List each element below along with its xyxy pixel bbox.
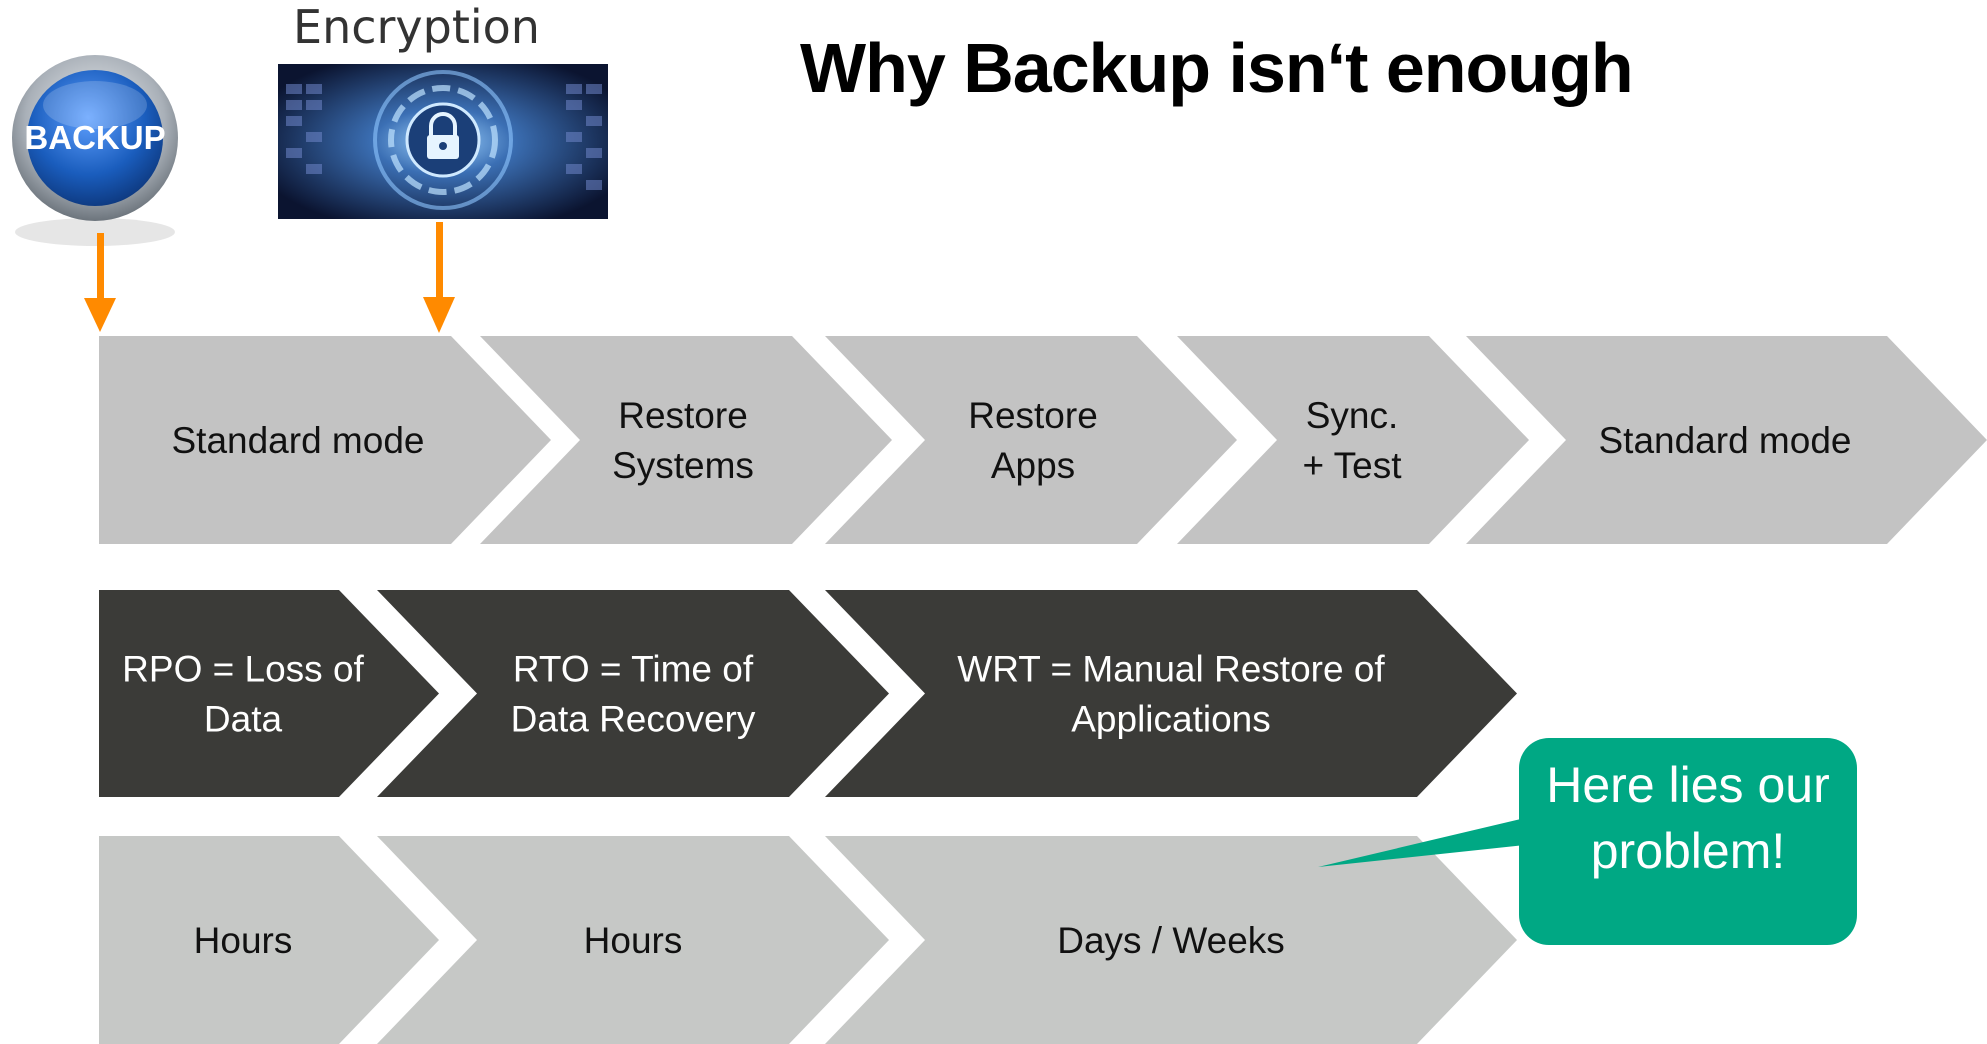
encryption-label: Encryption	[293, 0, 540, 54]
duration-chevron-label: Days / Weeks	[1057, 920, 1285, 961]
encryption-image	[278, 64, 608, 219]
backup-icon: BACKUP	[12, 55, 178, 246]
phase-chevron-label: Standard mode	[1598, 420, 1851, 461]
phase-chevron-label: Sync.+ Test	[1302, 395, 1402, 486]
encryption-arrow	[423, 222, 455, 333]
metric-chevron	[825, 590, 1517, 797]
duration-chevron	[825, 836, 1517, 1044]
metric-chevron	[377, 590, 889, 797]
lock-icon	[427, 112, 459, 159]
phase-chevron	[1466, 336, 1987, 544]
duration-chevron	[99, 836, 439, 1044]
duration-row: Hours Hours Days / Weeks	[99, 836, 1517, 1044]
phase-chevron	[99, 336, 551, 544]
phase-chevron	[480, 336, 892, 544]
phase-chevron	[1177, 336, 1529, 544]
backup-icon-label: BACKUP	[24, 119, 165, 156]
phase-chevron-label: Standard mode	[171, 420, 424, 461]
metric-chevron	[99, 590, 439, 797]
duration-chevron	[377, 836, 889, 1044]
backup-arrow	[84, 233, 116, 332]
duration-chevron-label: Hours	[584, 920, 683, 961]
page-title: Why Backup isn‘t enough	[800, 29, 1634, 107]
duration-chevron-label: Hours	[194, 920, 293, 961]
phase-chevron	[825, 336, 1237, 544]
